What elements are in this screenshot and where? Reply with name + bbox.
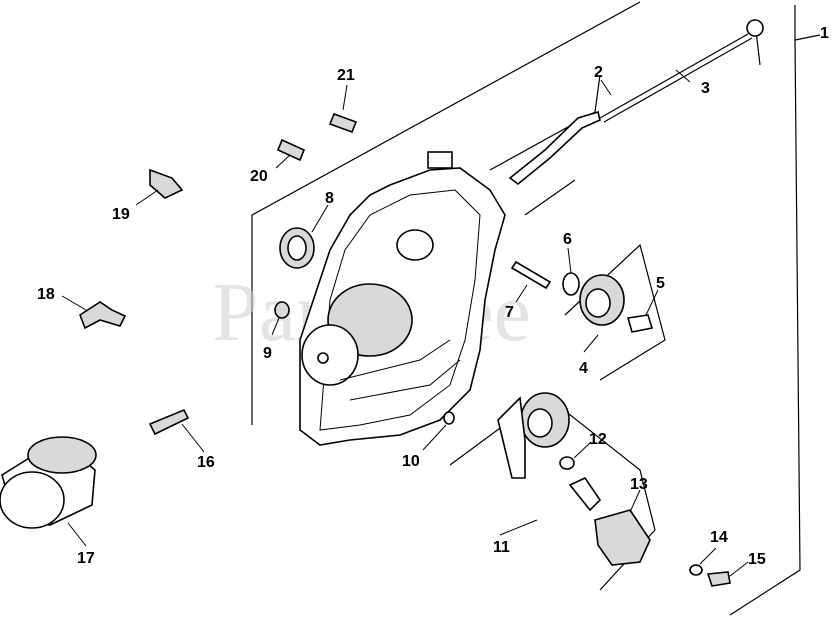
callout-14: 14 bbox=[710, 529, 728, 546]
oil-pickup-part[interactable] bbox=[568, 476, 651, 566]
governor-gear-part[interactable] bbox=[579, 274, 625, 326]
callout-13: 13 bbox=[630, 476, 648, 493]
washer-part[interactable] bbox=[562, 272, 580, 296]
bolt-21-part[interactable] bbox=[328, 112, 358, 134]
callout-15: 15 bbox=[748, 551, 766, 568]
callout-8: 8 bbox=[325, 190, 334, 207]
callout-7: 7 bbox=[505, 304, 514, 321]
dipstick-tube-part[interactable] bbox=[508, 110, 601, 186]
callout-21: 21 bbox=[337, 67, 355, 84]
elbow-fitting-part[interactable] bbox=[79, 301, 127, 330]
callout-19: 19 bbox=[112, 206, 130, 223]
callout-12: 12 bbox=[589, 431, 607, 448]
breather-valve-part[interactable] bbox=[149, 168, 184, 199]
washer-small-part[interactable] bbox=[689, 564, 703, 576]
callout-17: 17 bbox=[77, 550, 95, 567]
callout-labels: 1 2 3 4 5 6 7 8 9 10 11 12 13 14 15 16 1… bbox=[37, 25, 829, 568]
dipstick-part[interactable] bbox=[599, 19, 764, 123]
bolt-20-part[interactable] bbox=[276, 138, 306, 162]
plug-part[interactable] bbox=[274, 301, 290, 319]
callout-16: 16 bbox=[197, 454, 215, 471]
callout-5: 5 bbox=[656, 275, 665, 292]
callout-18: 18 bbox=[37, 286, 55, 303]
callout-2: 2 bbox=[594, 64, 603, 81]
callout-10: 10 bbox=[402, 453, 420, 470]
shaft-part[interactable] bbox=[626, 314, 654, 333]
screw-part[interactable] bbox=[706, 571, 731, 587]
oil-seal-part[interactable] bbox=[279, 227, 315, 269]
oil-pump-gear-part[interactable] bbox=[497, 392, 570, 479]
crankcase-cover-part[interactable] bbox=[299, 151, 506, 446]
callout-6: 6 bbox=[563, 231, 572, 248]
callout-1: 1 bbox=[820, 25, 829, 42]
oil-filter-part[interactable] bbox=[0, 436, 97, 529]
pin-part[interactable] bbox=[510, 260, 552, 290]
o-ring-part[interactable] bbox=[443, 411, 455, 425]
callout-11: 11 bbox=[493, 539, 510, 556]
callout-3: 3 bbox=[701, 80, 710, 97]
callout-20: 20 bbox=[250, 168, 268, 185]
callout-9: 9 bbox=[263, 345, 272, 362]
stud-part[interactable] bbox=[148, 408, 190, 436]
leader-lines bbox=[61, 69, 749, 577]
o-ring-small-part[interactable] bbox=[559, 456, 575, 470]
callout-4: 4 bbox=[579, 360, 588, 377]
